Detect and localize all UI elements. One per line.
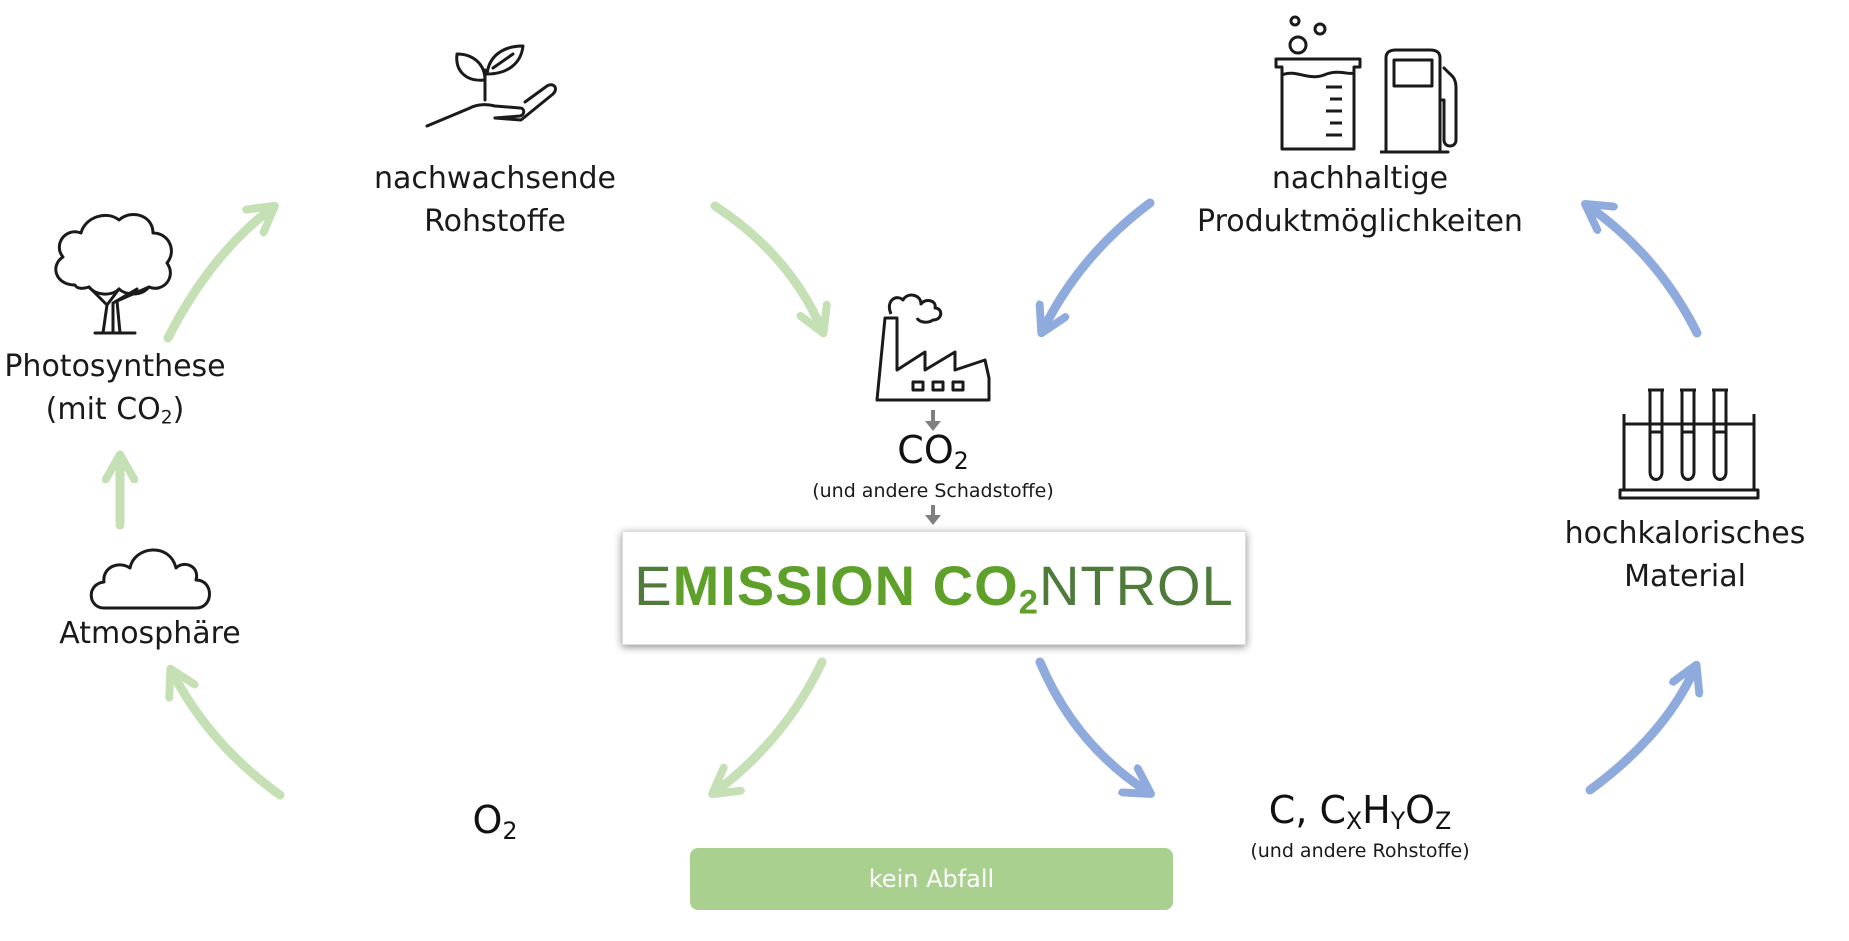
cxhyoz-z: Z xyxy=(1435,806,1452,835)
logo-mission: MISSION xyxy=(672,554,933,618)
node-rohstoffe: nachwachsende Rohstoffe xyxy=(370,157,620,243)
rohstoffe-line1: nachwachsende xyxy=(374,161,616,196)
co2-main: CO xyxy=(897,428,954,472)
arrow-cxhyoz-to-material xyxy=(1585,668,1695,795)
photosynthese-line2-pre: (mit CO xyxy=(45,392,161,427)
material-line1: hochkalorisches xyxy=(1564,516,1806,551)
co2-sub: 2 xyxy=(953,446,969,475)
beaker-icon xyxy=(1274,15,1362,151)
test-tubes-icon xyxy=(1618,388,1760,500)
tree-icon xyxy=(54,213,173,335)
logo-e: E xyxy=(634,554,673,618)
node-material: hochkalorisches Material xyxy=(1555,512,1815,598)
emission-control-logo: EMISSION CO2NTROL xyxy=(622,531,1246,645)
cxhyoz-h: H xyxy=(1362,788,1391,832)
arrow-control-to-o2 xyxy=(715,657,827,792)
logo-co: CO xyxy=(932,554,1019,618)
logo-ntrol: NTROL xyxy=(1038,554,1234,618)
kein-abfall-badge: kein Abfall xyxy=(690,848,1173,910)
arrow-rohstoffe-to-factory xyxy=(710,201,822,330)
arrow-o2-to-atmosphaere xyxy=(172,672,285,800)
logo-sub: 2 xyxy=(1018,583,1039,622)
green-arrows xyxy=(120,201,827,800)
material-line2: Material xyxy=(1624,559,1746,594)
node-atmosphaere: Atmosphäre xyxy=(59,616,241,651)
cxhyoz-o: O xyxy=(1405,788,1436,832)
rohstoffe-line2: Rohstoffe xyxy=(424,204,566,239)
node-o2: O2 xyxy=(440,798,550,845)
factory-icon xyxy=(875,293,991,402)
cxhyoz-y: Y xyxy=(1390,806,1406,835)
photosynthese-line2-post: ) xyxy=(172,392,185,427)
hand-plant-icon xyxy=(425,44,557,128)
node-photosynthese: Photosynthese (mit CO2) xyxy=(0,345,230,440)
cloud-icon xyxy=(89,548,211,610)
photosynthese-sub: 2 xyxy=(160,407,173,429)
blue-arrows xyxy=(1035,198,1702,795)
logo-text: EMISSION CO2NTROL xyxy=(634,553,1234,623)
photosynthese-line2: (mit CO2) xyxy=(0,388,230,440)
node-produkte: nachhaltige Produktmöglichkeiten xyxy=(1185,157,1535,243)
arrow-control-to-cxhyoz xyxy=(1035,657,1148,792)
arrow-material-to-produkte xyxy=(1588,206,1702,338)
node-co2: CO2 xyxy=(860,428,1006,475)
node-cxhyoz: C, CXHYOZ xyxy=(1230,788,1490,835)
fuel-pump-icon xyxy=(1380,48,1458,154)
co2-note: (und andere Schadstoffe) xyxy=(812,480,1054,502)
photosynthese-line1: Photosynthese xyxy=(4,349,226,384)
cxhyoz-note: (und andere Rohstoffe) xyxy=(1250,840,1470,862)
arrow-photosynthese-to-rohstoffe xyxy=(163,208,272,343)
small-gray-arrows xyxy=(925,410,941,525)
cxhyoz-c: C, C xyxy=(1268,788,1347,832)
produkte-line2: Produktmöglichkeiten xyxy=(1197,204,1523,239)
o2-sub: 2 xyxy=(502,816,518,845)
cxhyoz-x: X xyxy=(1346,806,1363,835)
produkte-line1: nachhaltige xyxy=(1271,161,1449,196)
arrow-produkte-to-factory xyxy=(1043,198,1155,330)
o2-main: O xyxy=(472,798,503,842)
